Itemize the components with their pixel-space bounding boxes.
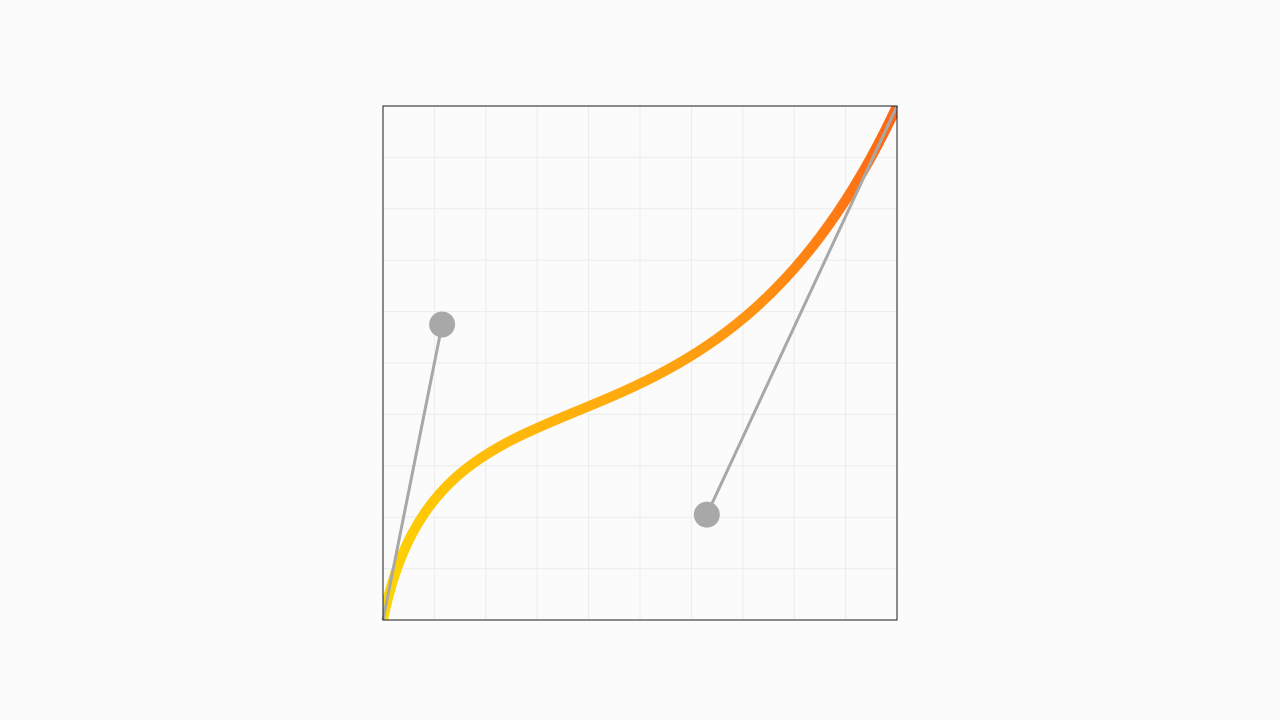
control-handle-line-2 [705, 105, 899, 516]
control-handle-line-1 [381, 324, 444, 621]
bezier-curve [383, 106, 897, 620]
grid-lines [383, 106, 897, 620]
control-point-2[interactable] [693, 501, 720, 528]
control-point-1[interactable] [429, 311, 456, 338]
plot-frame [382, 105, 898, 621]
